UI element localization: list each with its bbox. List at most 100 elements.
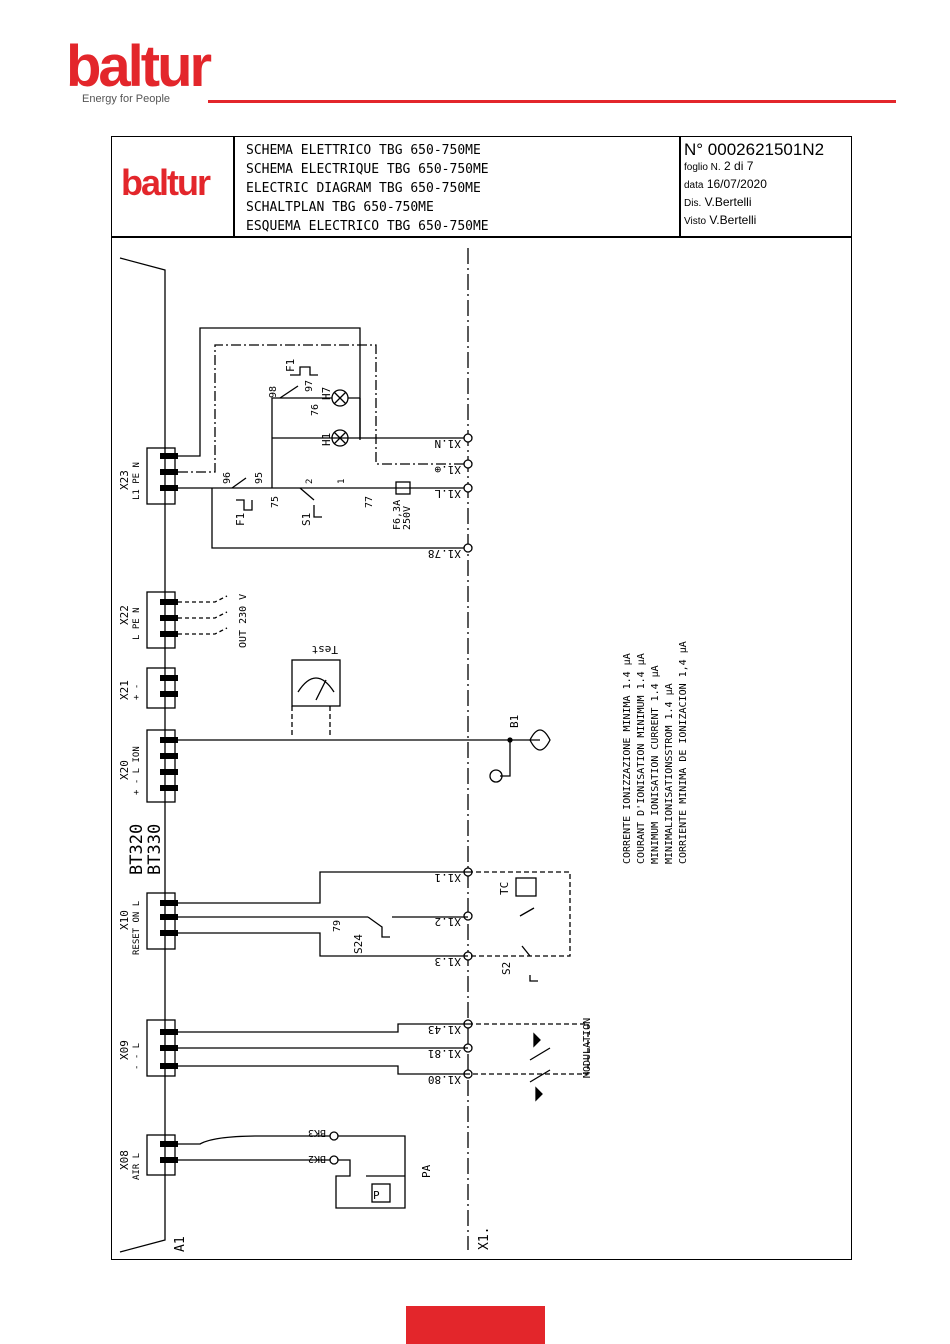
- label-bk3: BK3: [308, 1127, 326, 1138]
- label-x20: X20: [118, 760, 131, 780]
- title-en: ELECTRIC DIAGRAM TBG 650-750ME: [246, 181, 481, 196]
- f1-contact: [279, 385, 299, 399]
- label-f1-top: F1: [284, 359, 297, 372]
- checked-label: Visto: [684, 216, 707, 227]
- sheet-value: 2 di 7: [724, 159, 754, 173]
- terminal-x1-43: X1.43: [428, 1023, 461, 1036]
- label-fuse-rating: 250V: [402, 506, 413, 530]
- pressure-switch-pa: [371, 1183, 391, 1203]
- connector-x23: [146, 447, 178, 505]
- terminal-x1-pe: X1.⊕: [435, 463, 462, 476]
- titleblock-logo: baltur: [121, 162, 211, 203]
- connector-x08: [146, 1134, 178, 1176]
- wire-n: [178, 327, 361, 457]
- pins-x10: RESET ON L: [132, 901, 142, 955]
- titleblock-divider: [679, 136, 681, 237]
- connector-x10: [146, 892, 178, 950]
- date-value: 16/07/2020: [706, 177, 767, 191]
- title-fr: SCHEMA ELECTRIQUE TBG 650-750ME: [246, 162, 489, 177]
- baltur-logo: baltur: [66, 34, 212, 99]
- label-pa: PA: [420, 1164, 433, 1178]
- note-es: CORRIENTE MINIMA DE IONIZACION 1,4 μA: [678, 641, 689, 864]
- label-modulation: MODULATION: [582, 1018, 593, 1078]
- label-test: Test: [312, 643, 339, 656]
- label-f1: F1: [234, 513, 247, 526]
- pins-x22: L PE N: [132, 607, 142, 640]
- a1-board-outline: [119, 257, 166, 1253]
- label-s24: S24: [352, 934, 365, 954]
- label-h1: H1: [320, 433, 333, 446]
- wire-76: 76: [310, 404, 321, 416]
- label-x23: X23: [118, 470, 131, 490]
- note-en: MINIMUM IONISATION CURRENT 1.4 μA: [650, 665, 661, 864]
- pins-x08: AIR L: [132, 1153, 142, 1180]
- label-x22: X22: [118, 605, 131, 625]
- wire-77: 77: [364, 496, 375, 508]
- wire-pe: [178, 344, 468, 473]
- lamp-h1: [331, 429, 349, 447]
- titleblock-meta: N° 0002621501N2 foglio N. 2 di 7 data 16…: [684, 141, 824, 230]
- wire-96: 96: [222, 472, 233, 484]
- title-es: ESQUEMA ELECTRICO TBG 650-750ME: [246, 219, 489, 234]
- terminal-x1-81: X1.81: [428, 1047, 461, 1060]
- label-out: OUT 230 V: [238, 594, 249, 648]
- wire-75: 75: [270, 496, 281, 508]
- label-x21: X21: [118, 680, 131, 700]
- wire-78: [211, 488, 468, 549]
- ground-icon: [489, 769, 503, 783]
- connector-x22: [146, 591, 178, 649]
- s1-switch: [299, 487, 315, 501]
- wire-79: 79: [332, 920, 343, 932]
- label-fuse: F6,3A: [392, 500, 403, 530]
- label-h7: H7: [320, 387, 333, 400]
- connector-x20: [146, 729, 178, 803]
- header-rule: [208, 100, 896, 103]
- modulation-switch: [529, 1047, 551, 1083]
- checked-value: V.Bertelli: [709, 213, 757, 227]
- title-it: SCHEMA ELETTRICO TBG 650-750ME: [246, 143, 481, 158]
- thermostat-tc: [515, 877, 537, 897]
- titleblock-titles: SCHEMA ELETTRICO TBG 650-750ME SCHEMA EL…: [246, 141, 489, 236]
- doc-number: N° 0002621501N2: [684, 140, 825, 159]
- note-it: CORRENTE IONIZZAZIONE MINIMA 1.4 μA: [622, 653, 633, 864]
- tagline: Energy for People: [82, 93, 171, 105]
- label-s1: S1: [300, 513, 313, 526]
- date-label: data: [684, 180, 704, 191]
- terminal-x1-2: X1.2: [435, 915, 462, 928]
- wire-98: 98: [268, 386, 279, 398]
- terminal-x1-80: X1.80: [428, 1073, 461, 1086]
- terminal-x1-3: X1.3: [435, 955, 462, 968]
- connector-x21: [146, 667, 178, 709]
- pins-x20: + - L ION: [132, 746, 142, 795]
- module-bt320: BT320: [127, 824, 147, 875]
- terminal-x1-n: X1.N: [435, 437, 462, 450]
- titleblock-divider: [111, 236, 852, 238]
- connector-x09: [146, 1019, 178, 1077]
- label-x1: X1.: [477, 1227, 492, 1250]
- wire-1: 1: [337, 479, 347, 484]
- label-bk2: BK2: [308, 1153, 326, 1164]
- label-x10: X10: [118, 910, 131, 930]
- label-x09: X09: [118, 1040, 131, 1060]
- label-a1: A1: [173, 1236, 188, 1252]
- pins-x21: + -: [132, 684, 142, 700]
- note-fr: COURANT D'IONISATION MINIMUM 1.4 μA: [636, 653, 647, 864]
- drawn-value: V.Bertelli: [704, 195, 752, 209]
- label-x08: X08: [118, 1150, 131, 1170]
- test-meter: [291, 659, 341, 707]
- terminal-x1-1: X1.1: [435, 871, 462, 884]
- drawing-frame: [111, 136, 852, 1260]
- pins-x23: L1 PE N: [132, 462, 142, 500]
- label-p: P: [373, 1189, 380, 1202]
- terminal-x1-l: X1.L: [434, 487, 461, 500]
- label-tc: TC: [498, 882, 511, 895]
- fuse-f6: [395, 481, 411, 495]
- page-tab: [406, 1306, 545, 1344]
- label-s2: S2: [500, 962, 513, 975]
- f1-thermal: [290, 366, 318, 376]
- pins-x09: - - L: [132, 1043, 142, 1070]
- flame-sensor-b1: [529, 729, 551, 751]
- note-de: MINIMALIONISATIONSSTROM 1.4 μA: [664, 683, 675, 864]
- s24-switch: [367, 916, 390, 938]
- title-de: SCHALTPLAN TBG 650-750ME: [246, 200, 434, 215]
